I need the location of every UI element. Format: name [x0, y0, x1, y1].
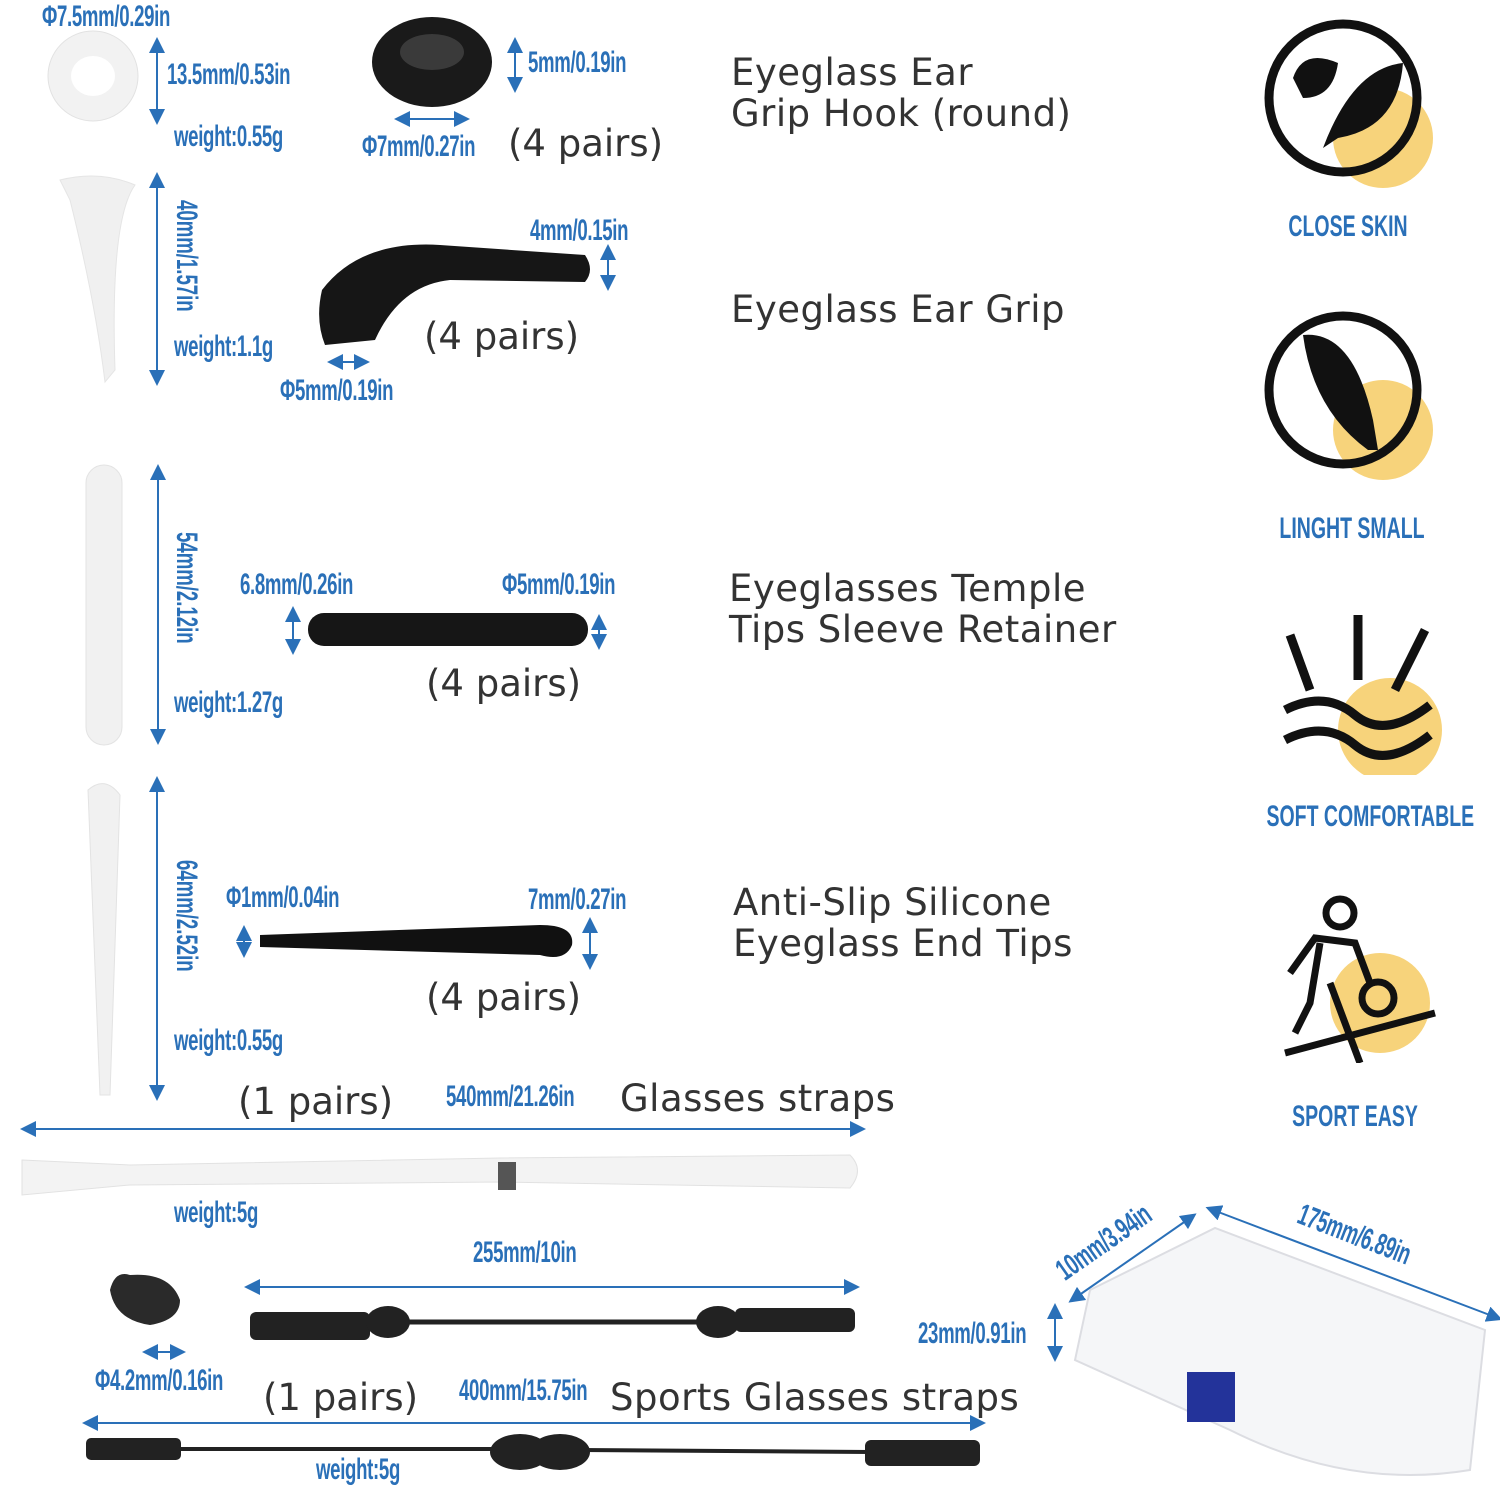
sport-person-icon — [1284, 895, 1436, 1063]
sports-strap-length: 400mm/15.75in — [459, 1374, 588, 1407]
sleeve-diameter: Φ5mm/0.19in — [502, 568, 616, 601]
sports-strap-weight: weight:5g — [316, 1453, 401, 1486]
ear-grip-thickness: 4mm/0.15in — [530, 214, 629, 247]
ear-grip-length: 40mm/1.57in — [170, 200, 203, 312]
end-tips-length: 64mm/2.52in — [170, 860, 203, 972]
end-tips-small-diameter: Φ1mm/0.04in — [226, 881, 340, 914]
ear-grip-weight: weight:1.1g — [174, 330, 273, 363]
sleeve-pairs: (4 pairs) — [426, 662, 582, 705]
feature-sport-easy: SPORT EASY — [1292, 1100, 1418, 1133]
end-tips-pairs: (4 pairs) — [426, 976, 582, 1019]
feature-close-skin: CLOSE SKIN — [1288, 210, 1408, 243]
ear-grip-image — [59, 175, 590, 384]
feather-icon — [1264, 311, 1433, 480]
ear-hook-weight: weight:0.55g — [174, 120, 283, 153]
ear-hook-diameter: Φ7mm/0.27in — [362, 130, 476, 163]
strap-pairs: (1 pairs) — [238, 1080, 394, 1123]
strap-length: 540mm/21.26in — [446, 1080, 575, 1113]
temple-sleeve-image — [85, 464, 588, 746]
waves-arrows-icon — [1282, 615, 1442, 775]
ear-hook-pairs: (4 pairs) — [508, 122, 664, 165]
leaves-icon — [1264, 19, 1433, 188]
sleeve-length: 54mm/2.12in — [170, 532, 203, 644]
sleeve-width: 6.8mm/0.26in — [240, 568, 354, 601]
ear-hook-outer-diameter: 13.5mm/0.53in — [167, 58, 291, 91]
sports-strap-title: Sports Glasses straps — [610, 1376, 1020, 1419]
sports-strap-image — [86, 1274, 980, 1470]
ear-hook-inner-diameter: Φ7.5mm/0.29in — [42, 0, 171, 33]
strap-title: Glasses straps — [620, 1077, 896, 1120]
ear-hook-round-image — [47, 17, 492, 122]
sports-strap-adjust: 255mm/10in — [473, 1236, 577, 1269]
feature-soft-comfortable: SOFT COMFORTABLE — [1266, 800, 1475, 833]
sleeve-weight: weight:1.27g — [174, 686, 283, 719]
storage-box-image — [1073, 1226, 1487, 1476]
ear-grip-diameter: Φ5mm/0.19in — [280, 374, 394, 407]
glasses-strap-image — [21, 1154, 858, 1196]
feature-light-small: LINGHT SMALL — [1279, 512, 1425, 545]
end-tips-large-diameter: 7mm/0.27in — [528, 883, 627, 916]
ear-grip-title: Eyeglass Ear Grip — [731, 288, 1065, 331]
box-height: 23mm/0.91in — [918, 1317, 1027, 1350]
ear-hook-height: 5mm/0.19in — [528, 46, 627, 79]
sports-strap-pairs: (1 pairs) — [263, 1376, 419, 1419]
dimension-arrows — [20, 37, 1500, 1431]
strap-weight: weight:5g — [174, 1196, 259, 1229]
end-tips-image — [87, 783, 573, 1096]
sports-strap-diameter: Φ4.2mm/0.16in — [95, 1364, 224, 1397]
ear-grip-pairs: (4 pairs) — [424, 315, 580, 358]
end-tips-weight: weight:0.55g — [174, 1024, 283, 1057]
